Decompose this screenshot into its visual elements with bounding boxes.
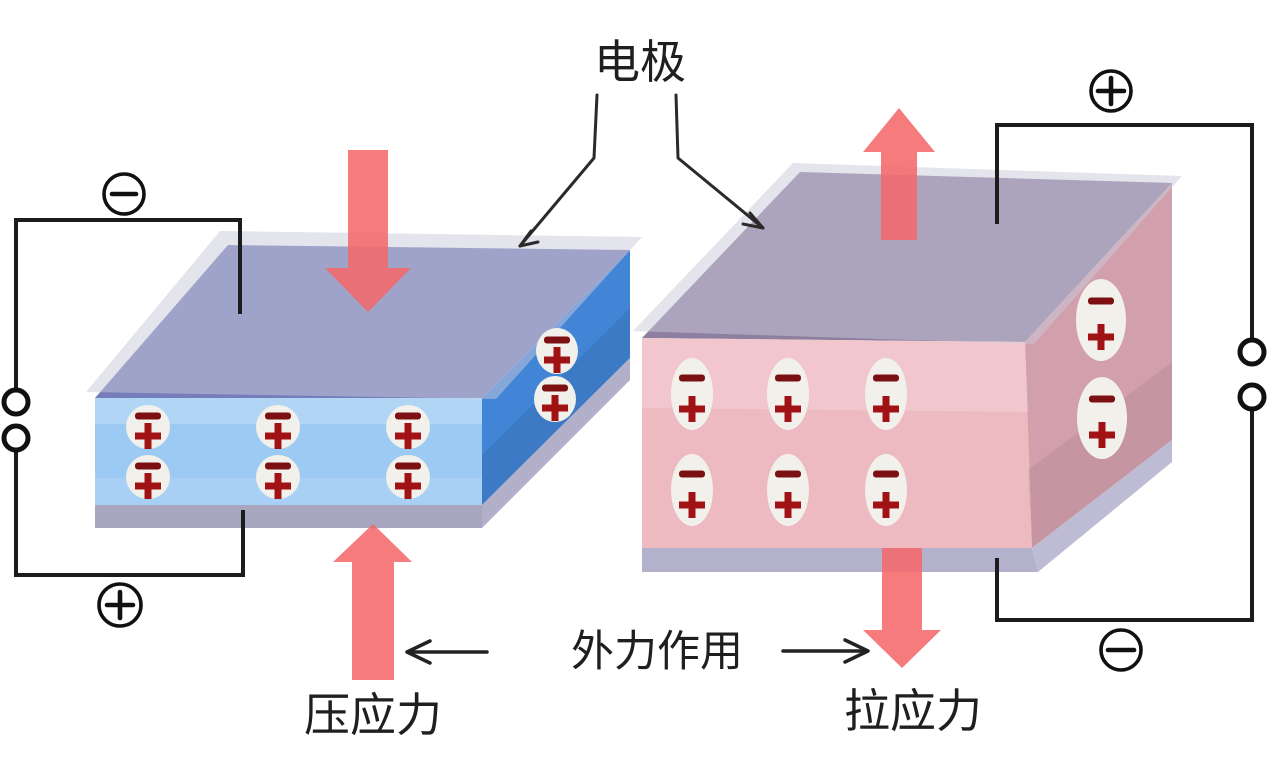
left-front-dipoles [126, 405, 430, 499]
left-piezo-block [86, 231, 642, 528]
left-bottom-electrode [95, 505, 482, 528]
external-force-arrows [405, 638, 870, 665]
right-piezo-block [633, 163, 1182, 572]
dipole [865, 454, 907, 526]
left-bottom-electrode-side [482, 358, 630, 528]
minus-icon [775, 470, 801, 478]
dipole [767, 358, 809, 430]
dipole [536, 328, 578, 374]
dipole [1077, 377, 1127, 459]
minus-icon [775, 374, 801, 382]
dipole [671, 454, 713, 526]
stress-arrows [325, 108, 941, 680]
dipole [386, 405, 430, 449]
right-open-terminal-bottom [1237, 382, 1267, 412]
external-force-label: 外力作用 [571, 628, 743, 676]
dipole [671, 358, 713, 430]
dipole [126, 405, 170, 449]
minus-icon [135, 462, 161, 470]
left-side-dipoles [534, 328, 578, 422]
tension-down-arrow-icon [863, 548, 941, 668]
minus-icon [135, 412, 161, 420]
minus-icon [679, 470, 705, 478]
right-top-electrode-film [633, 163, 1182, 344]
electrode-pointer-right [674, 93, 765, 230]
right-front-highlight [642, 338, 1028, 412]
electrode-pointer-right-arrowhead-icon [741, 211, 765, 230]
minus-icon [873, 470, 899, 478]
compress-up-arrow-icon [333, 524, 412, 680]
right-block-side-face [1025, 183, 1172, 548]
minus-icon [1089, 395, 1115, 403]
force-arrow-left-head-icon [405, 639, 432, 665]
force-arrow-right-head-icon [843, 638, 870, 664]
left-top-wire [14, 218, 242, 392]
right-front-dipoles [671, 358, 907, 526]
right-top-wire [995, 123, 1254, 342]
left-block-front-face [95, 398, 482, 505]
right-bottom-electrode-side [1032, 440, 1172, 572]
right-block-front-face [642, 338, 1032, 548]
dipole [865, 358, 907, 430]
dipole [1076, 279, 1126, 361]
dipole [256, 455, 300, 499]
left-circuit [1, 172, 245, 628]
electrode-pointer-left [518, 93, 599, 248]
right-bottom-electrode [642, 548, 1038, 572]
tension-up-arrow-icon [863, 108, 935, 240]
left-open-terminal-bottom [1, 423, 31, 453]
electrode-pointer-left-arrowhead-icon [518, 229, 540, 248]
compress-down-arrow-icon [325, 150, 411, 312]
left-top-electrode-film [86, 231, 642, 399]
circled-minus-icon [102, 172, 146, 216]
minus-icon [395, 412, 421, 420]
right-open-terminal-top [1237, 337, 1267, 367]
tensile-stress-label: 拉应力 [844, 685, 982, 737]
minus-icon [395, 462, 421, 470]
right-bottom-wire [995, 407, 1254, 622]
electrode-label: 电极 [594, 36, 686, 88]
circled-plus-icon [1089, 69, 1133, 113]
minus-icon [679, 374, 705, 382]
left-bottom-wire [14, 448, 245, 577]
minus-icon [542, 384, 568, 392]
dipole [386, 455, 430, 499]
right-side-dipoles [1076, 279, 1127, 459]
dipole [534, 376, 576, 422]
dipole [767, 454, 809, 526]
minus-icon [265, 412, 291, 420]
electrode-pointers [518, 93, 765, 248]
minus-icon [265, 462, 291, 470]
right-circuit [995, 69, 1267, 672]
minus-icon [873, 374, 899, 382]
dipole [126, 455, 170, 499]
dipole [256, 405, 300, 449]
compressive-stress-label: 压应力 [304, 689, 442, 741]
circled-plus-icon [97, 582, 143, 628]
circled-minus-icon [1099, 628, 1143, 672]
minus-icon [544, 336, 570, 344]
minus-icon [1088, 297, 1114, 305]
left-open-terminal-top [1, 387, 31, 417]
